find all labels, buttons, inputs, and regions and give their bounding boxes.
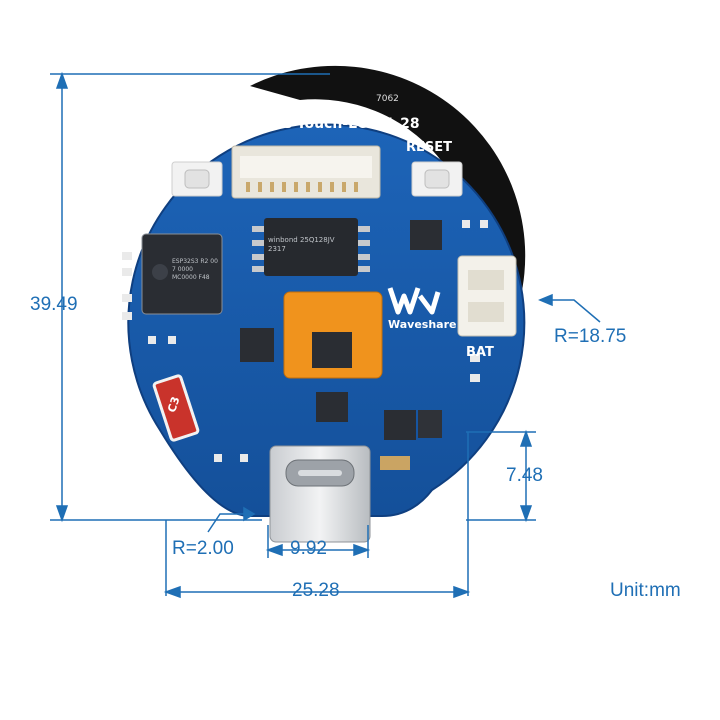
board-title: ESP32-S3-Touch-LCD-1.28 <box>218 116 420 132</box>
width-dimension: 25.28 <box>292 580 340 601</box>
height-dimension: 39.49 <box>30 294 78 315</box>
usb-width-dimension: 9.92 <box>290 538 327 559</box>
dimension-lines <box>50 71 601 599</box>
imu-chip <box>410 220 442 250</box>
charger-ic <box>384 410 416 440</box>
small-ic <box>240 328 274 362</box>
top-code: 7062 <box>376 94 399 104</box>
reset-button <box>411 161 463 197</box>
boot-button <box>171 161 223 197</box>
inductor <box>418 410 442 438</box>
brand-label: Waveshare <box>388 318 457 331</box>
regulator-ic <box>316 392 348 422</box>
chip-label: ESP32S3 R2 00 7 0000 MC0000 F48 <box>172 258 218 281</box>
radius-small-dimension: R=2.00 <box>172 538 234 559</box>
passive-pads <box>122 220 488 470</box>
bat-label: BAT <box>466 345 494 360</box>
tab-height-dimension: 7.48 <box>506 465 543 486</box>
radius-large-dimension: R=18.75 <box>554 326 627 347</box>
unit-label: Unit:mm <box>610 580 681 601</box>
fpc-connector <box>231 145 381 199</box>
reset-label: RESET <box>406 140 453 155</box>
capacitor-c3 <box>152 374 200 442</box>
boot-label: BOOT <box>178 140 219 155</box>
battery-connector <box>457 255 517 337</box>
waveshare-logo <box>387 287 441 315</box>
esp32-chip <box>141 233 223 315</box>
orange-pad <box>283 291 383 379</box>
flash-label: winbond 25Q128JV 2317 <box>268 236 335 253</box>
usb-c-connector <box>269 445 371 543</box>
display-bezel <box>250 65 526 300</box>
flash-chip <box>252 218 370 276</box>
